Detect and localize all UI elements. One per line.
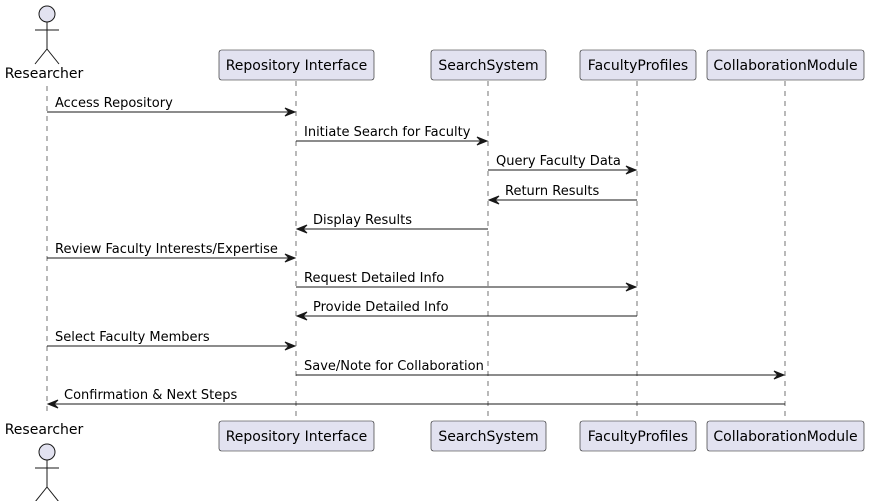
message-7: Request Detailed Info <box>296 271 638 292</box>
message-9: Select Faculty Members <box>47 330 297 351</box>
participant-box <box>706 49 865 81</box>
participant-faculty-top: FacultyProfiles <box>579 49 697 81</box>
arrow-right-icon <box>284 341 297 351</box>
participant-box <box>430 420 547 452</box>
participant-label: SearchSystem <box>438 429 538 445</box>
message-label: Select Faculty Members <box>55 330 210 345</box>
message-1: Access Repository <box>47 96 297 117</box>
participant-box <box>706 420 865 452</box>
arrow-right-icon <box>773 370 786 380</box>
participant-label: CollaborationModule <box>713 429 857 445</box>
actor-researcher-bottom: Researcher <box>5 422 84 501</box>
participant-collab-bottom: CollaborationModule <box>706 420 865 452</box>
actor-label: Researcher <box>5 66 84 82</box>
message-label: Save/Note for Collaboration <box>304 359 484 374</box>
message-6: Review Faculty Interests/Expertise <box>47 242 297 263</box>
participant-box <box>218 420 375 452</box>
arrow-left-icon <box>487 195 500 205</box>
actor-figure-icon <box>35 443 59 501</box>
participant-box <box>218 49 375 81</box>
message-label: Provide Detailed Info <box>313 300 449 315</box>
participant-repo-top: Repository Interface <box>218 49 375 81</box>
message-label: Query Faculty Data <box>496 154 621 169</box>
message-3: Query Faculty Data <box>488 154 638 175</box>
arrow-left-icon <box>46 399 59 409</box>
message-label: Access Repository <box>55 96 173 111</box>
arrow-right-icon <box>476 136 489 146</box>
participant-label: Repository Interface <box>226 58 368 74</box>
message-2: Initiate Search for Faculty <box>296 125 489 146</box>
participant-label: FacultyProfiles <box>588 429 688 445</box>
message-label: Review Faculty Interests/Expertise <box>55 242 278 257</box>
message-label: Initiate Search for Faculty <box>304 125 471 140</box>
arrow-right-icon <box>284 253 297 263</box>
actor-researcher-top: Researcher <box>5 5 84 82</box>
message-11: Confirmation & Next Steps <box>46 388 785 409</box>
participant-label: Repository Interface <box>226 429 368 445</box>
participant-box <box>579 420 697 452</box>
message-label: Confirmation & Next Steps <box>64 388 238 403</box>
participant-label: FacultyProfiles <box>588 58 688 74</box>
participant-search-bottom: SearchSystem <box>430 420 547 452</box>
participant-label: SearchSystem <box>438 58 538 74</box>
participant-search-top: SearchSystem <box>430 49 547 81</box>
message-label: Return Results <box>505 184 599 199</box>
actor-label: Researcher <box>5 422 84 438</box>
participants-bottom: Researcher Repository Interface SearchSyst… <box>5 420 865 501</box>
participant-repo-bottom: Repository Interface <box>218 420 375 452</box>
message-label: Request Detailed Info <box>304 271 444 286</box>
message-4: Return Results <box>487 184 637 205</box>
participant-box <box>430 49 547 81</box>
participant-collab-top: CollaborationModule <box>706 49 865 81</box>
message-10: Save/Note for Collaboration <box>296 359 786 380</box>
participants-top: Researcher Repository Interface SearchSyst… <box>5 5 865 82</box>
arrow-right-icon <box>625 165 638 175</box>
participant-faculty-bottom: FacultyProfiles <box>579 420 697 452</box>
arrow-right-icon <box>284 107 297 117</box>
lifelines <box>46 81 786 420</box>
arrow-left-icon <box>295 311 308 321</box>
message-label: Display Results <box>313 213 412 228</box>
message-5: Display Results <box>295 213 488 234</box>
actor-figure-icon <box>34 5 60 65</box>
message-8: Provide Detailed Info <box>295 300 637 321</box>
arrow-right-icon <box>625 282 638 292</box>
arrow-left-icon <box>295 224 308 234</box>
participant-label: CollaborationModule <box>713 58 857 74</box>
participant-box <box>579 49 697 81</box>
